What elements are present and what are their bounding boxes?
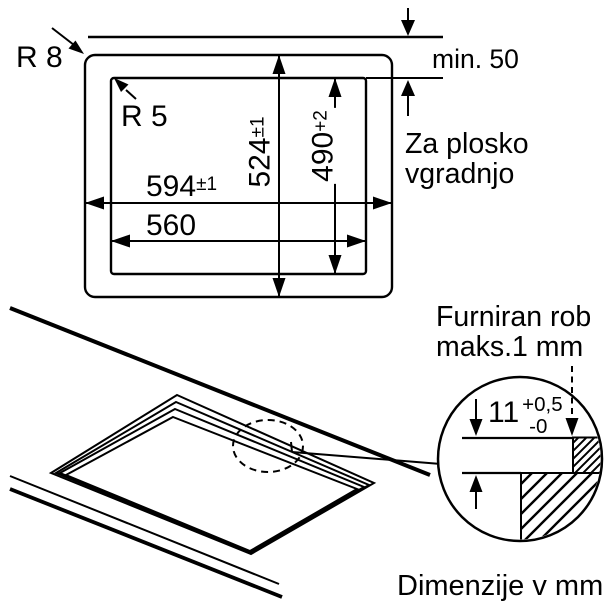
outer-width-dimension: 594±1 [146,171,217,203]
inner-width-dimension-line [111,234,366,248]
recess-depth-tolerance-minus: -0 [529,414,548,438]
worktop-front-edge-top-line [9,475,280,585]
inner-height-dimension: 490+2 [306,108,340,184]
outer-radius-arrow [51,27,84,54]
detail-leader-tick [290,441,293,453]
detail-marker-dashed-circle [232,419,304,473]
inner-cutout-rect [109,76,368,276]
outer-height-value: 524 [243,137,277,188]
inner-height-value: 490 [306,131,340,182]
veneer-note-dashed-arrow [565,366,579,436]
outer-height-tolerance: ±1 [247,116,269,138]
outer-width-dimension-line [85,196,392,210]
recess-depth-value: 11 [488,396,520,429]
detail-leader-line [291,451,442,465]
recess-step-outlines [48,393,377,556]
worktop-back-edge-diagonal [9,306,431,477]
recess-depth-tolerances: +0,5 -0 [522,394,562,437]
recess-depth-arrows [469,399,483,509]
detail-view [436,366,604,543]
outer-radius-label: R 8 [16,41,63,74]
outer-width-value: 594 [146,170,197,203]
flush-mount-note: Za plosko vgradnjo [405,129,529,189]
inner-height-tolerance: +2 [310,110,332,132]
worktop-body-section [520,472,601,540]
recess-depth-tolerance-plus: +0,5 [522,393,563,416]
veneer-edge-section [572,436,601,474]
veneer-note-line2: maks.1 mm [436,331,584,363]
recess-depth-dimension: 11 +0,5 -0 [488,394,563,437]
perspective-view [9,306,442,599]
outer-height-dimension: 524±1 [243,114,277,190]
inner-radius-label: R 5 [121,100,168,133]
veneer-note-line1: Furniran rob [436,301,592,333]
cutout-hole-outline [63,415,360,553]
inner-width-dimension: 560 [146,209,197,242]
veneer-note: Furniran rob maks.1 mm [436,302,591,362]
outer-width-tolerance: ±1 [196,174,218,195]
min-rear-distance-label: min. 50 [432,44,519,74]
inner-radius-arrow [114,78,137,100]
units-note: Dimenzije v mm [397,570,604,602]
flush-mount-note-line1: Za plosko [405,128,529,160]
outer-recess-rect [83,53,394,299]
flush-mount-note-line2: vgradnjo [405,158,515,190]
outer-height-dimension-line [272,55,286,297]
worktop-front-edge-bottom-line [9,487,283,599]
min-distance-arrows [401,8,415,116]
